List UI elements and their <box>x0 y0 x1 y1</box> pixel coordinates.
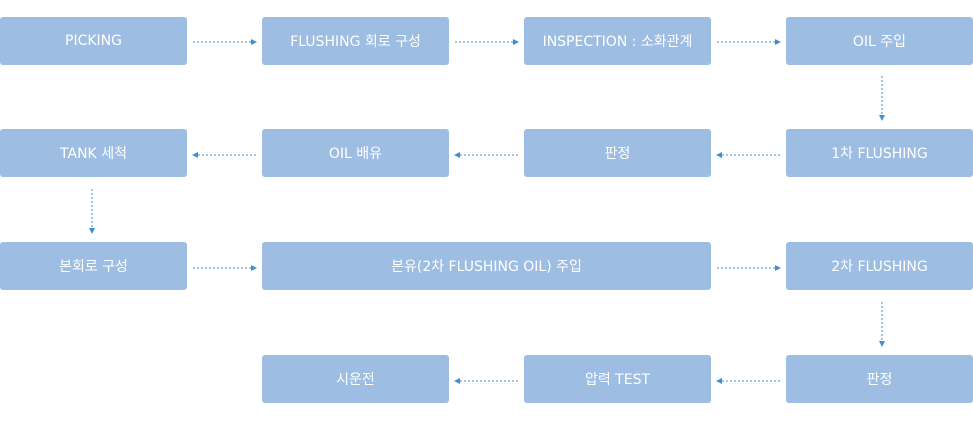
step-inspection: INSPECTION : 소화관계 <box>524 17 711 65</box>
step-tank-clean: TANK 세척 <box>0 129 187 177</box>
step-oil-inject: OIL 주입 <box>786 17 973 65</box>
step-judge-2: 판정 <box>786 355 973 403</box>
step-judge-1: 판정 <box>524 129 711 177</box>
step-main-circuit: 본회로 구성 <box>0 242 187 290</box>
step-pressure-test: 압력 TEST <box>524 355 711 403</box>
step-second-flushing: 2차 FLUSHING <box>786 242 973 290</box>
step-oil-drain: OIL 배유 <box>262 129 449 177</box>
step-picking: PICKING <box>0 17 187 65</box>
step-trial-run: 시운전 <box>262 355 449 403</box>
step-main-oil-inject: 본유(2차 FLUSHING OIL) 주입 <box>262 242 711 290</box>
step-flushing-circuit: FLUSHING 회로 구성 <box>262 17 449 65</box>
step-first-flushing: 1차 FLUSHING <box>786 129 973 177</box>
